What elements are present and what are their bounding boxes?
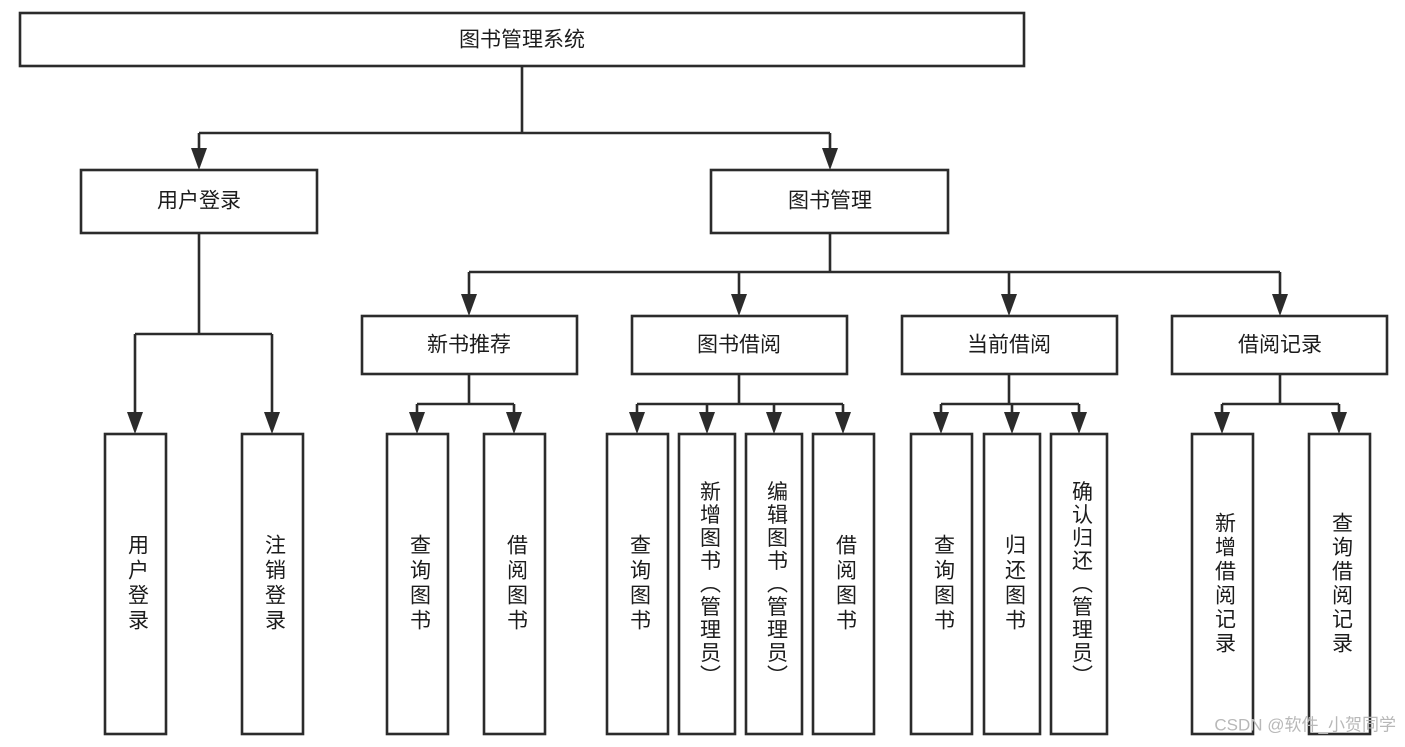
arrowhead-current-leaf-2 [1004, 412, 1020, 434]
leaf-label-query-book-borrow: 查询图书 [627, 534, 651, 634]
node-root-label: 图书管理系统 [459, 29, 585, 52]
leaf-node[interactable]: 确认归还（管理员） [1049, 432, 1109, 736]
arrowhead-recommend-leaf-1 [409, 412, 425, 434]
arrowhead-to-new-book-recommend [461, 294, 477, 316]
leaf-box-user-login[interactable] [103, 432, 168, 736]
leaf-label-query-book-current: 查询图书 [931, 534, 955, 634]
leaf-box-logout[interactable] [240, 432, 305, 736]
arrowhead-record-leaf-1 [1214, 412, 1230, 434]
leaf-label-borrow-book: 借阅图书 [833, 534, 857, 634]
leaf-node[interactable]: 借阅图书 [811, 432, 876, 736]
node-book-borrow-label: 图书借阅 [697, 334, 781, 357]
leaf-box-edit-book-admin[interactable] [744, 432, 804, 736]
leaf-box-query-book-borrow[interactable] [605, 432, 670, 736]
arrowhead-to-borrow-record [1272, 294, 1288, 316]
connector-layer [127, 66, 1347, 434]
node-book-borrow-box[interactable] [630, 314, 849, 376]
arrowhead-user-login-leaf-2 [264, 412, 280, 434]
node-book-management-box[interactable] [709, 168, 950, 235]
arrowhead-borrow-leaf-4 [835, 412, 851, 434]
leaf-node[interactable]: 查询借阅记录 [1307, 432, 1372, 736]
node-book-management-label: 图书管理 [788, 190, 872, 213]
arrowhead-user-login-leaf-1 [127, 412, 143, 434]
leaf-node[interactable]: 查询图书 [909, 432, 974, 736]
leaf-box-query-book-current[interactable] [909, 432, 974, 736]
arrowhead-current-leaf-1 [933, 412, 949, 434]
leaf-node[interactable]: 新增借阅记录 [1190, 432, 1255, 736]
node-new-book-recommend[interactable]: 新书推荐 [360, 314, 579, 376]
leaf-node[interactable]: 查询图书 [385, 432, 450, 736]
leaf-box-borrow-book-recommend[interactable] [482, 432, 547, 736]
leaf-label-add-book-admin: 新增图书（管理员） [697, 481, 721, 688]
node-current-borrow-label: 当前借阅 [967, 334, 1051, 357]
leaf-box-query-book-recommend[interactable] [385, 432, 450, 736]
arrowhead-borrow-leaf-1 [629, 412, 645, 434]
leaf-label-query-book-recommend: 查询图书 [407, 534, 431, 634]
leaf-node[interactable]: 注销登录 [240, 432, 305, 736]
connector-borrow-record-to-leaves [1220, 374, 1341, 423]
node-borrow-record-label: 借阅记录 [1238, 334, 1322, 357]
leaf-label-return-book: 归还图书 [1002, 534, 1026, 634]
arrowhead-borrow-leaf-3 [766, 412, 782, 434]
leaf-label-add-borrow-record: 新增借阅记录 [1212, 512, 1236, 656]
leaf-label-query-borrow-record: 查询借阅记录 [1329, 512, 1353, 656]
leaf-label-logout: 注销登录 [262, 534, 286, 634]
node-new-book-recommend-box[interactable] [360, 314, 579, 376]
leaf-node[interactable]: 归还图书 [982, 432, 1042, 736]
arrowhead-recommend-leaf-2 [506, 412, 522, 434]
leaf-box-add-borrow-record[interactable] [1190, 432, 1255, 736]
node-root-box[interactable] [18, 11, 1026, 68]
arrowhead-current-leaf-3 [1071, 412, 1087, 434]
node-book-borrow[interactable]: 图书借阅 [630, 314, 849, 376]
leaf-label-borrow-book-recommend: 借阅图书 [504, 534, 528, 634]
leaf-node[interactable]: 新增图书（管理员） [677, 432, 737, 736]
leaf-node[interactable]: 查询图书 [605, 432, 670, 736]
node-current-borrow-box[interactable] [900, 314, 1119, 376]
node-new-book-recommend-label: 新书推荐 [427, 334, 511, 357]
leaf-box-add-book-admin[interactable] [677, 432, 737, 736]
leaf-label-user-login: 用户登录 [125, 534, 149, 634]
connector-book-borrow-to-leaves [635, 374, 845, 423]
leaf-node[interactable]: 借阅图书 [482, 432, 547, 736]
node-borrow-record[interactable]: 借阅记录 [1170, 314, 1389, 376]
leaf-box-query-borrow-record[interactable] [1307, 432, 1372, 736]
connector-root-to-level2 [197, 66, 832, 158]
leaf-node[interactable]: 用户登录 [103, 432, 168, 736]
node-borrow-record-box[interactable] [1170, 314, 1389, 376]
node-current-borrow[interactable]: 当前借阅 [900, 314, 1119, 376]
arrowhead-borrow-leaf-2 [699, 412, 715, 434]
leaf-label-edit-book-admin: 编辑图书（管理员） [764, 481, 788, 688]
csdn-watermark: CSDN @软件_小贺同学 [1214, 715, 1396, 734]
node-user-login-box[interactable] [79, 168, 319, 235]
arrowhead-root-to-book-management [822, 148, 838, 170]
leaf-box-borrow-book[interactable] [811, 432, 876, 736]
arrowhead-record-leaf-2 [1331, 412, 1347, 434]
node-root[interactable]: 图书管理系统 [18, 11, 1026, 68]
leaf-node[interactable]: 编辑图书（管理员） [744, 432, 804, 736]
node-user-login-label: 用户登录 [157, 190, 241, 213]
connector-book-management-to-level3 [467, 233, 1282, 305]
node-user-login[interactable]: 用户登录 [79, 168, 319, 235]
arrowhead-root-to-user-login [191, 148, 207, 170]
arrowhead-to-book-borrow [731, 294, 747, 316]
connector-user-login-to-leaves [133, 233, 274, 423]
node-book-management[interactable]: 图书管理 [709, 168, 950, 235]
connector-new-book-recommend-to-leaves [415, 374, 516, 423]
leaf-label-confirm-return-admin: 确认归还（管理员） [1069, 481, 1093, 688]
leaf-box-return-book[interactable] [982, 432, 1042, 736]
arrowhead-to-current-borrow [1001, 294, 1017, 316]
leaf-box-confirm-return-admin[interactable] [1049, 432, 1109, 736]
